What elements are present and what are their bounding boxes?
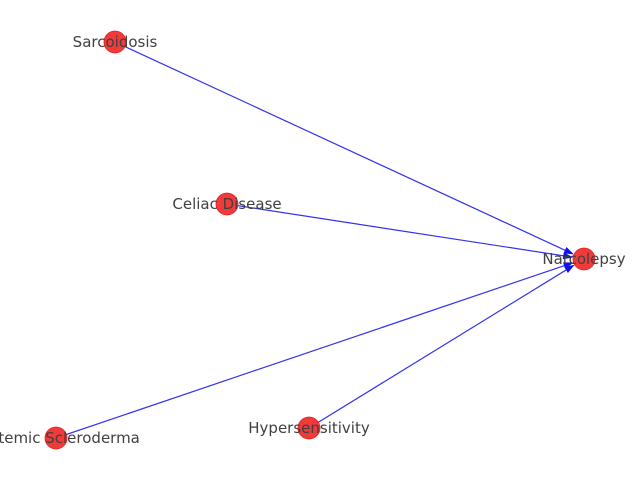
node-hypersensitivity[interactable] bbox=[297, 416, 321, 440]
nodes-layer bbox=[44, 30, 596, 450]
edge-scleroderma-to-narcolepsy bbox=[55, 264, 567, 439]
edge-celiac-to-narcolepsy bbox=[226, 203, 566, 257]
arrowhead-hypersensitivity-to-narcolepsy bbox=[564, 264, 575, 273]
node-label-hypersensitivity: Hypersensitivity bbox=[248, 419, 370, 437]
arrowhead-sarcoidosis-to-narcolepsy bbox=[563, 247, 575, 255]
edges-layer bbox=[55, 41, 575, 439]
node-label-celiac: Celiac Disease bbox=[172, 195, 281, 213]
node-narcolepsy[interactable] bbox=[572, 247, 596, 271]
node-label-scleroderma: Systemic Scleroderma bbox=[0, 429, 140, 447]
edge-sarcoidosis-to-narcolepsy bbox=[114, 41, 568, 252]
edge-hypersensitivity-to-narcolepsy bbox=[308, 268, 569, 429]
node-label-sarcoidosis: Sarcoidosis bbox=[73, 33, 158, 51]
node-scleroderma[interactable] bbox=[44, 426, 68, 450]
node-label-narcolepsy: Narcolepsy bbox=[542, 250, 625, 268]
node-sarcoidosis[interactable] bbox=[103, 30, 127, 54]
node-celiac[interactable] bbox=[215, 192, 239, 216]
arrowhead-celiac-to-narcolepsy bbox=[562, 252, 574, 260]
